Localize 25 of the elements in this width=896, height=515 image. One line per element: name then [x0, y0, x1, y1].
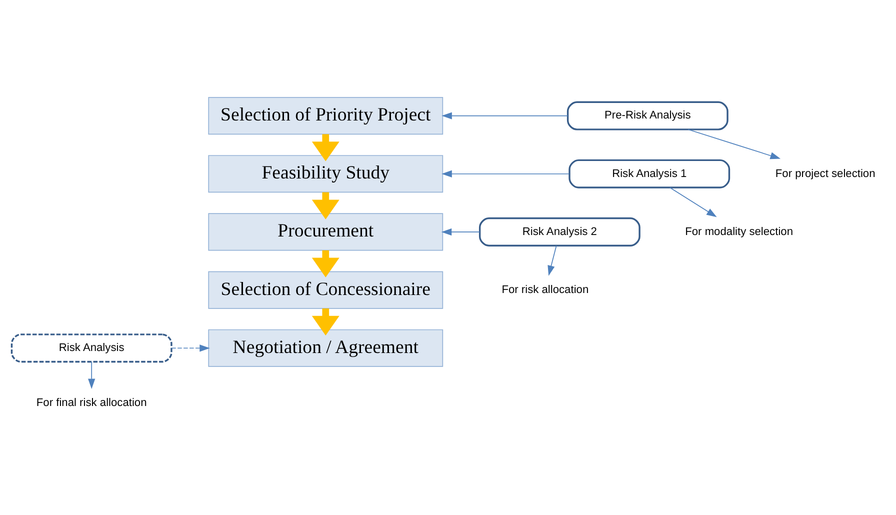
arrow — [312, 308, 340, 335]
arrow — [442, 112, 568, 119]
node-box: Risk Analysis — [10, 333, 172, 362]
arrow — [441, 228, 480, 236]
node-box: Risk Analysis 2 — [478, 216, 640, 246]
arrow — [312, 250, 340, 277]
arrow — [548, 244, 557, 276]
arrow — [312, 134, 340, 161]
node-box: Pre-Risk Analysis — [566, 100, 728, 130]
node-box: Procurement — [208, 212, 444, 250]
node-box: Feasibility Study — [208, 154, 444, 192]
arrow — [88, 360, 96, 388]
arrow — [670, 186, 717, 217]
node-box: Selection of Concessionaire — [208, 270, 444, 308]
arrow — [312, 192, 340, 219]
node-box: Risk Analysis 1 — [568, 158, 730, 188]
node-text: For modality selection — [685, 225, 794, 238]
node-box: Negotiation / Agreement — [208, 328, 444, 366]
node-box: Selection of Priority Project — [208, 96, 444, 134]
node-text: For final risk allocation — [36, 396, 147, 409]
arrow — [171, 344, 210, 352]
node-text: For project selection — [775, 167, 876, 180]
node-text: For risk allocation — [502, 283, 589, 296]
arrow — [688, 128, 781, 159]
arrow — [442, 170, 570, 177]
